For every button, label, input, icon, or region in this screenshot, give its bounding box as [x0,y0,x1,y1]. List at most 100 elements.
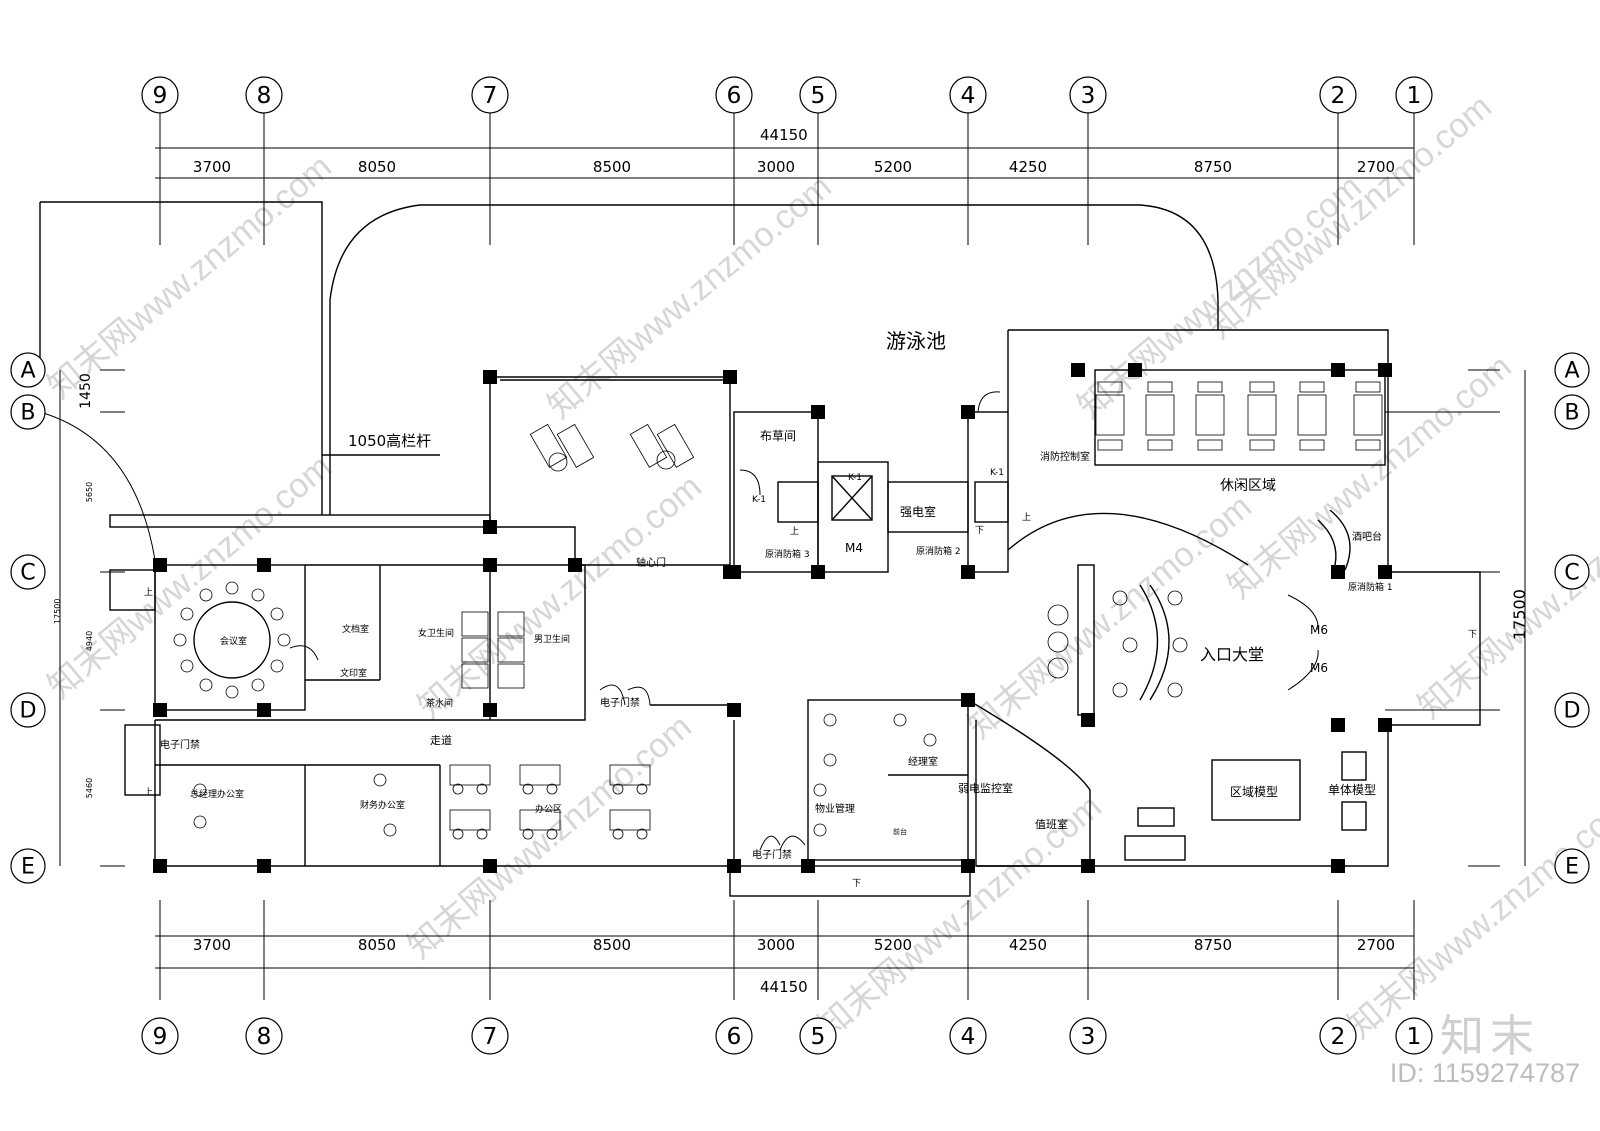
label-k1-a: K-1 [752,495,766,505]
column-28 [961,859,975,873]
svg-text:A: A [1564,358,1579,384]
grid-bubble-bottom-1: 1 [1395,1017,1433,1055]
dim-left-3: 5460 [85,778,94,798]
label-up-left-2: 上 [144,787,153,798]
label-m4: M4 [845,541,863,555]
grid-bubble-bottom-4: 4 [949,1017,987,1055]
grid-bubble-top-8: 8 [245,76,283,114]
grid-bubble-left-C: C [10,554,46,590]
grid-bubble-top-1: 1 [1395,76,1433,114]
total-width-top: 44150 [760,126,808,144]
label-grass-room: 布草间 [760,429,796,443]
column-20 [257,703,271,717]
watermark-1: 知末网www.znzmo.com [541,168,839,427]
svg-text:E: E [21,854,35,880]
grid-bubble-bottom-3: 3 [1069,1017,1107,1055]
grid-bubble-top-7: 7 [471,76,509,114]
column-6 [811,565,825,579]
label-k1-c: K-1 [990,468,1004,478]
grid-bubble-bottom-9: 9 [141,1017,179,1055]
label-railing: 1050高栏杆 [348,432,431,450]
label-region-model: 区域模型 [1230,785,1278,799]
column-25 [727,859,741,873]
grid-bubble-bottom-6: 6 [715,1017,753,1055]
svg-text:6: 6 [727,81,742,109]
svg-text:7: 7 [483,81,498,109]
svg-text:2: 2 [1331,1022,1346,1050]
label-meeting: 会议室 [220,635,247,647]
grid-bubble-right-B: B [1554,394,1590,430]
svg-text:6: 6 [727,1022,742,1050]
brand-logo: 知末 [1440,1011,1540,1062]
svg-text:1: 1 [1407,1022,1422,1050]
grid-bubble-right-D: D [1554,692,1590,728]
dim-top-3: 3000 [757,158,795,176]
svg-text:3: 3 [1081,1022,1096,1050]
column-34 [1378,718,1392,732]
svg-text:C: C [1564,560,1579,586]
label-pool: 游泳池 [886,329,946,353]
dim-bottom-2: 8500 [593,936,631,954]
label-print: 文印室 [340,667,367,679]
column-27 [961,693,975,707]
svg-text:5: 5 [811,81,826,109]
grid-bubble-bottom-8: 8 [245,1017,283,1055]
dim-bottom-3: 3000 [757,936,795,954]
watermark-0: 知末网www.znzmo.com [41,148,339,407]
label-up-1: 上 [790,526,799,537]
svg-text:8: 8 [257,81,272,109]
svg-text:1: 1 [1407,81,1422,109]
dim-top-1: 8050 [358,158,396,176]
column-23 [257,859,271,873]
column-33 [1378,565,1392,579]
label-male-wc: 男卫生间 [534,633,570,645]
label-unit-model: 单体模型 [1328,783,1376,797]
svg-text:3: 3 [1081,81,1096,109]
label-up-2: 上 [1022,512,1031,523]
column-grid-lines [159,110,1415,1000]
column-13 [1378,363,1392,377]
label-m6-a: M6 [1310,623,1328,637]
dim-bottom-1: 8050 [358,936,396,954]
grid-bubble-top-5: 5 [799,76,837,114]
column-24 [483,859,497,873]
column-5 [811,405,825,419]
column-3 [568,558,582,572]
grid-bubble-left-D: D [10,692,46,728]
column-1 [723,370,737,384]
dim-top-7: 2700 [1357,158,1395,176]
svg-text:C: C [20,560,35,586]
svg-text:8: 8 [257,1022,272,1050]
door-swings [39,391,1319,851]
column-10 [1071,363,1085,377]
dim-left-1: 5650 [85,482,94,502]
label-up-left-1: 上 [144,587,153,598]
grid-bubble-right-C: C [1554,554,1590,590]
watermark-10: 知末网www.znzmo.com [1201,88,1499,347]
label-access-1: 电子门禁 [160,738,200,751]
grid-bubble-top-6: 6 [715,76,753,114]
dim-bottom-0: 3700 [193,936,231,954]
column-12 [1331,363,1345,377]
column-0 [483,370,497,384]
dimension-text: 44150 44150 17500 17500 [53,126,1529,996]
label-bar: 酒吧台 [1352,530,1382,543]
label-office-area: 办公区 [535,803,562,815]
column-11 [1128,363,1142,377]
column-21 [153,703,167,717]
label-female-wc: 女卫生间 [418,627,454,639]
grid-bubble-bottom-7: 7 [471,1017,509,1055]
dim-top-6: 8750 [1194,158,1232,176]
dim-top-5: 4250 [1009,158,1047,176]
image-id: ID: 1159274787 [1389,1058,1580,1088]
svg-text:D: D [1563,698,1580,724]
label-fire-box-2: 原消防箱 2 [916,545,961,557]
label-fire-box-3: 原消防箱 3 [765,548,810,560]
room-labels: 游泳池 1050高栏杆 布草间 强电室 消防控制室 休闲区域 酒吧台 入口大堂 … [144,329,1477,889]
label-front-desk: 前台 [893,827,907,836]
watermark-5: 知末网www.znzmo.com [961,488,1259,747]
